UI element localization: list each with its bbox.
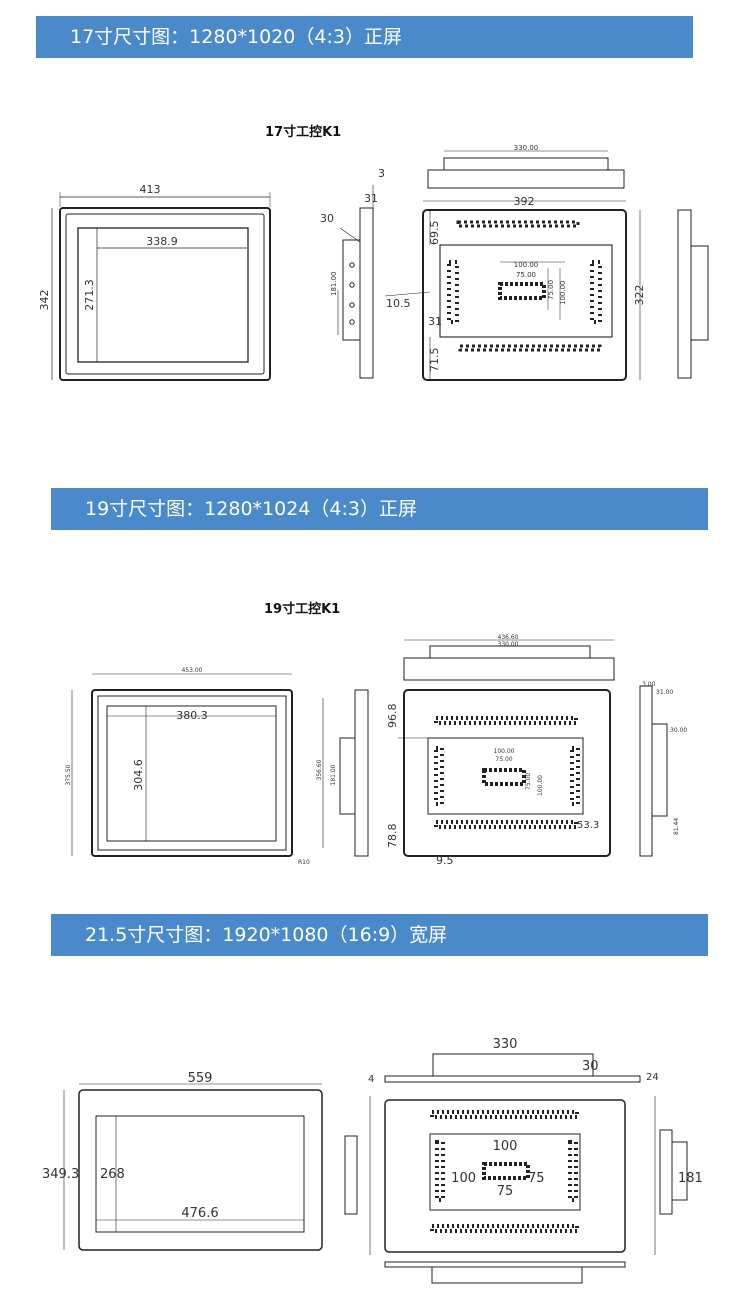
front-frame-215: [78, 1089, 323, 1251]
svg-text:75.00: 75.00: [547, 280, 555, 300]
svg-text:375.50: 375.50: [65, 764, 72, 785]
dim-view-w-17: 338.9: [146, 235, 178, 248]
svg-text:392: 392: [514, 195, 535, 208]
svg-text:181: 181: [678, 1171, 703, 1186]
svg-text:330: 330: [493, 1037, 518, 1052]
drawing-215: 559 349.3 268 476.6 330 30 4 24 100 100 …: [42, 1037, 703, 1284]
svg-text:96.8: 96.8: [386, 704, 399, 729]
svg-text:30: 30: [582, 1059, 599, 1074]
svg-text:181.00: 181.00: [330, 764, 337, 785]
svg-text:268: 268: [100, 1167, 125, 1182]
svg-text:75.00: 75.00: [516, 271, 536, 279]
section-banner-17: 17寸尺寸图：1280*1020（4:3）正屏: [36, 16, 693, 58]
back-top-strip-17: [427, 169, 625, 189]
svg-text:53.3: 53.3: [577, 820, 599, 831]
back-top-strip-19: [403, 657, 615, 681]
section-banner-19: 19寸尺寸图：1280*1024（4:3）正屏: [51, 488, 708, 530]
svg-text:3: 3: [378, 167, 385, 180]
svg-text:31: 31: [364, 192, 378, 205]
back-view-19: [403, 689, 611, 857]
section-banner-215: 21.5寸尺寸图：1920*1080（16:9）宽屏: [51, 914, 708, 956]
front-frame-19: [91, 689, 293, 857]
svg-text:71.5: 71.5: [428, 348, 441, 373]
side-view-17: [359, 207, 374, 379]
svg-text:81.44: 81.44: [673, 818, 680, 835]
svg-text:100.00: 100.00: [494, 748, 515, 755]
dim-view-h-17: 271.3: [83, 279, 96, 311]
dim-width-17: 413: [140, 183, 161, 196]
front-screen-215: [95, 1115, 305, 1233]
svg-text:100: 100: [451, 1171, 476, 1186]
svg-text:304.6: 304.6: [132, 759, 145, 791]
svg-text:30: 30: [320, 212, 334, 225]
svg-text:330.00: 330.00: [514, 144, 539, 152]
side-view-215: [344, 1135, 358, 1215]
svg-text:100.00: 100.00: [514, 261, 539, 269]
back-view-215: [384, 1099, 626, 1253]
svg-text:31.00: 31.00: [656, 689, 673, 696]
svg-text:75.00: 75.00: [495, 756, 512, 763]
svg-text:100.00: 100.00: [559, 281, 567, 306]
svg-text:R10: R10: [298, 859, 310, 866]
svg-text:3.00: 3.00: [642, 681, 656, 688]
svg-text:75.00: 75.00: [525, 773, 532, 790]
svg-text:4: 4: [368, 1074, 374, 1085]
svg-text:349.3: 349.3: [42, 1167, 79, 1182]
svg-text:330.00: 330.00: [498, 641, 519, 648]
svg-text:31: 31: [428, 315, 442, 328]
svg-text:356.60: 356.60: [316, 759, 323, 780]
side-view-right-215: [659, 1129, 673, 1215]
drawing-19: 453.00 375.50 380.3 304.6 R10 356.60 181…: [65, 634, 687, 867]
dim-height-17: 342: [38, 290, 51, 311]
svg-text:100: 100: [493, 1139, 518, 1154]
svg-text:10.5: 10.5: [386, 297, 411, 310]
side-view-right-17: [677, 209, 692, 379]
front-frame-17: [59, 207, 271, 381]
svg-text:559: 559: [188, 1071, 213, 1086]
svg-text:24: 24: [646, 1072, 659, 1083]
svg-text:380.3: 380.3: [176, 709, 208, 722]
svg-text:322: 322: [633, 285, 646, 306]
back-view-17: [422, 209, 627, 381]
top-strip-215: [384, 1075, 641, 1083]
side-view-19: [354, 689, 369, 857]
drawing-17: 413 342 338.9 271.3 3 31 30 181.00 10.5 …: [38, 144, 709, 381]
svg-text:100.00: 100.00: [537, 775, 544, 796]
side-view-right-19: [639, 685, 653, 857]
svg-text:9.5: 9.5: [436, 854, 454, 867]
svg-text:69.5: 69.5: [428, 221, 441, 246]
svg-text:75: 75: [497, 1184, 514, 1199]
front-screen-19: [106, 705, 277, 842]
svg-text:181.00: 181.00: [330, 272, 338, 297]
front-screen-17: [77, 227, 249, 363]
svg-text:436.60: 436.60: [498, 634, 519, 641]
model-label-19: 19寸工控K1: [264, 602, 341, 617]
svg-text:75: 75: [528, 1171, 545, 1186]
svg-text:476.6: 476.6: [181, 1206, 218, 1221]
model-label-17: 17寸工控K1: [265, 125, 342, 140]
svg-text:453.00: 453.00: [182, 667, 203, 674]
svg-text:78.8: 78.8: [386, 824, 399, 849]
svg-text:30.00: 30.00: [670, 727, 687, 734]
bottom-strip-215: [384, 1261, 626, 1268]
